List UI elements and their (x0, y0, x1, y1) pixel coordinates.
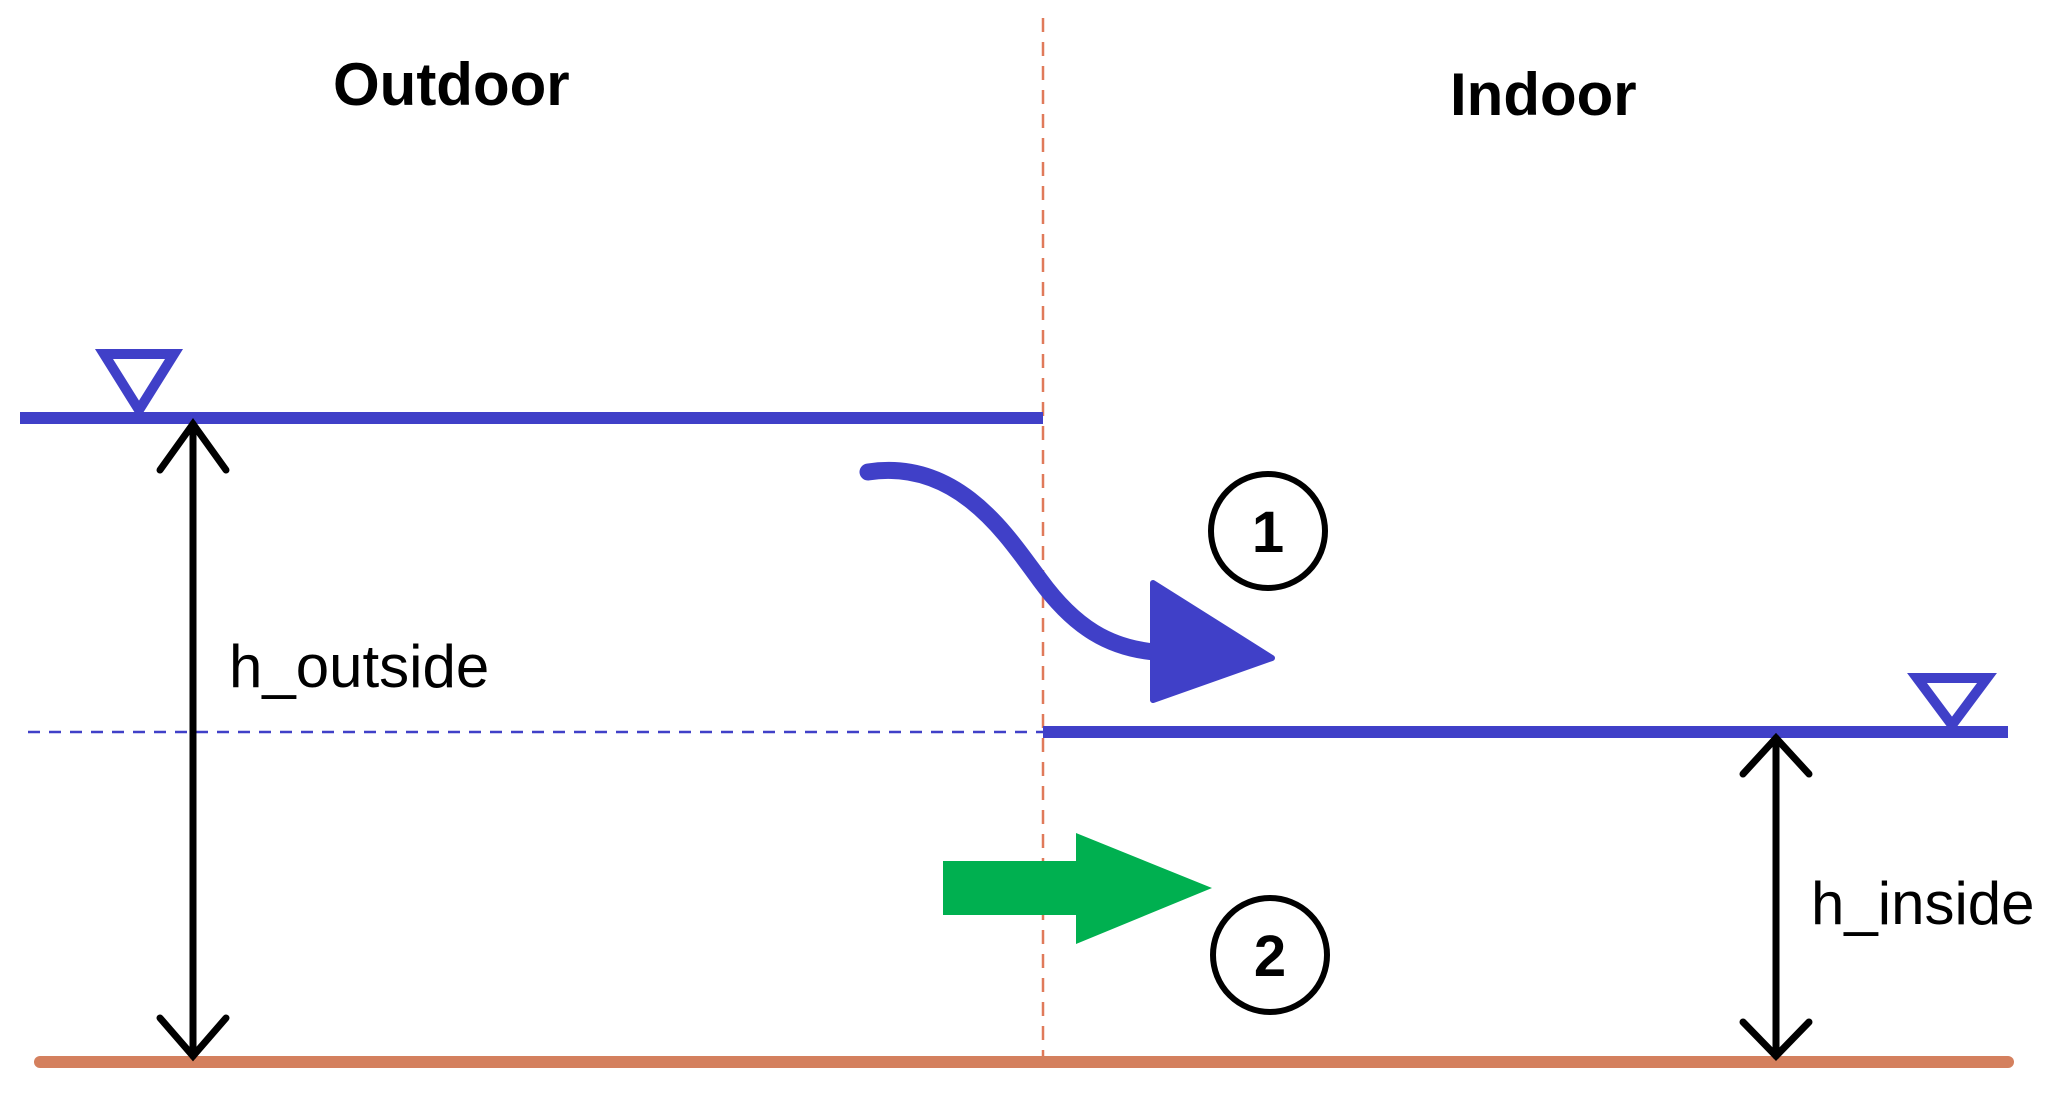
flow-2-marker-circle (1210, 895, 1330, 1015)
h-outside-dimension-arrow (156, 417, 230, 1062)
h-inside-label: h_inside (1811, 870, 2035, 937)
flow-2-marker-number: 2 (1254, 924, 1286, 989)
flow-2-straight-arrow-icon (943, 833, 1212, 944)
outdoor-title: Outdoor (333, 51, 570, 118)
flow-1-curved-arrow-icon (859, 461, 1275, 703)
h-outside-label: h_outside (229, 633, 489, 700)
indoor-title: Indoor (1450, 61, 1637, 128)
outdoor-water-level-icon (94, 349, 184, 420)
flow-1-marker-number: 1 (1252, 500, 1284, 565)
indoor-water-level-icon (1907, 673, 1997, 734)
h-inside-dimension-arrow (1739, 732, 1813, 1062)
flow-1-marker-circle (1208, 471, 1328, 591)
